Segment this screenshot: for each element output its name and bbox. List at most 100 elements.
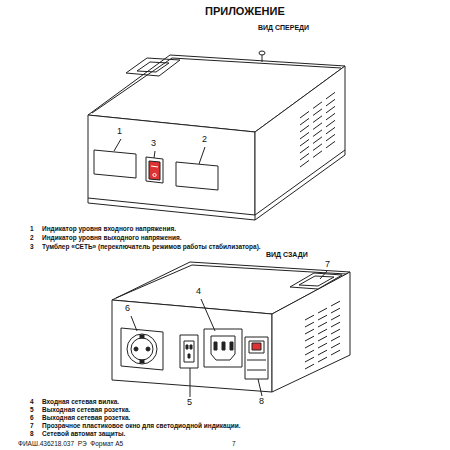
list-number: 5 bbox=[30, 406, 34, 413]
vent-slot bbox=[331, 315, 340, 320]
housing-front bbox=[88, 115, 255, 215]
housing-side bbox=[255, 66, 345, 215]
vent-slot bbox=[331, 301, 340, 306]
vent-slot bbox=[300, 153, 309, 160]
vent-slot bbox=[318, 343, 327, 348]
leader-line bbox=[199, 147, 205, 164]
list-number: 6 bbox=[30, 414, 34, 421]
footer-code: ФИАШ.436218.037 РЭ Формат А5 bbox=[18, 440, 123, 447]
vent-slot bbox=[313, 102, 322, 109]
output-socket bbox=[131, 338, 153, 360]
vent-slot bbox=[331, 343, 340, 348]
list-text: Индикатор уровня входного напряжения. bbox=[42, 225, 176, 232]
output-socket bbox=[127, 334, 157, 364]
list-text: Прозрачное пластиковое окно для светодио… bbox=[42, 422, 241, 429]
vent-slot bbox=[300, 125, 309, 132]
output-indicator bbox=[176, 162, 218, 190]
vent-slot bbox=[313, 109, 322, 116]
vent-slot bbox=[313, 151, 322, 158]
vent-slot bbox=[305, 329, 314, 334]
vent-slot bbox=[300, 139, 309, 146]
vent-slot bbox=[331, 336, 340, 341]
vent-slot bbox=[326, 99, 335, 106]
output-outlet bbox=[180, 335, 198, 368]
housing-side bbox=[272, 272, 350, 392]
vent-slot bbox=[305, 357, 314, 362]
vent-slot bbox=[318, 357, 327, 362]
list-number: 7 bbox=[30, 422, 34, 429]
vent-slot bbox=[318, 308, 327, 313]
list-text: Индикатор уровня выходного напряжения. bbox=[42, 234, 182, 241]
vent-slot bbox=[305, 350, 314, 355]
vent-slot bbox=[313, 116, 322, 123]
output-socket bbox=[121, 328, 163, 370]
vent-slot bbox=[313, 137, 322, 144]
view-heading: ВИД СЗАДИ bbox=[266, 251, 308, 259]
leader-line bbox=[320, 271, 327, 279]
power-inlet bbox=[211, 336, 235, 360]
base-flange bbox=[255, 215, 256, 220]
callout-number: 6 bbox=[125, 304, 130, 314]
screw bbox=[262, 55, 263, 62]
leader-line bbox=[190, 368, 191, 397]
callout-number: 4 bbox=[196, 287, 201, 297]
callout-number: 5 bbox=[187, 398, 192, 408]
list-number: 4 bbox=[30, 398, 34, 405]
vent-slot bbox=[331, 322, 340, 327]
vent-slot bbox=[305, 343, 314, 348]
circuit-breaker bbox=[249, 341, 264, 353]
power-inlet bbox=[204, 329, 242, 367]
callout-number: 3 bbox=[151, 139, 156, 149]
vent-slot bbox=[326, 120, 335, 127]
top-lip bbox=[116, 265, 346, 298]
vent-slot bbox=[331, 329, 340, 334]
vent-slot bbox=[313, 130, 322, 137]
vent-slot bbox=[305, 322, 314, 327]
callout-number: 8 bbox=[259, 397, 264, 407]
led-window bbox=[290, 273, 342, 289]
leader-line bbox=[131, 316, 137, 331]
page-title: ПРИЛОЖЕНИЕ bbox=[205, 5, 285, 17]
leader-line bbox=[258, 379, 262, 396]
list-text: Тумблер «СЕТЬ» (переключатель режимов ра… bbox=[42, 243, 261, 250]
base-flange bbox=[88, 150, 345, 220]
page-number: 7 bbox=[232, 440, 236, 447]
output-outlet bbox=[184, 341, 194, 362]
vent-slot bbox=[305, 364, 314, 369]
vent-slot bbox=[318, 336, 327, 341]
top-plate-window bbox=[137, 62, 169, 72]
housing-back bbox=[112, 300, 272, 392]
input-indicator bbox=[94, 150, 136, 178]
vent-slot bbox=[331, 350, 340, 355]
vent-slot bbox=[300, 132, 309, 139]
vent-slot bbox=[300, 160, 309, 167]
vent-slot bbox=[313, 144, 322, 151]
vent-slot bbox=[326, 113, 335, 120]
vent-slot bbox=[318, 315, 327, 320]
callout-number: 2 bbox=[202, 135, 207, 145]
led-window-inner bbox=[299, 276, 334, 286]
vent-slot bbox=[305, 315, 314, 320]
vent-slot bbox=[326, 106, 335, 113]
circuit-breaker bbox=[245, 337, 268, 379]
vent-slot bbox=[318, 322, 327, 327]
mains-switch-rocker bbox=[149, 161, 160, 180]
list-number: 8 bbox=[30, 430, 34, 437]
leader-line bbox=[114, 139, 121, 151]
list-text: Выходная сетевая розетка. bbox=[42, 414, 130, 421]
vent-slot bbox=[326, 92, 335, 99]
list-text: Сетевой автомат защиты. bbox=[42, 430, 125, 437]
list-number: 3 bbox=[30, 243, 34, 250]
vent-slot bbox=[326, 127, 335, 134]
leader-line bbox=[154, 151, 155, 158]
vent-slot bbox=[331, 308, 340, 313]
vent-slot bbox=[300, 118, 309, 125]
vent-slot bbox=[305, 336, 314, 341]
vent-slot bbox=[326, 141, 335, 148]
vent-slot bbox=[300, 111, 309, 118]
list-number: 1 bbox=[30, 225, 34, 232]
list-number: 2 bbox=[30, 234, 34, 241]
mains-switch bbox=[146, 157, 163, 183]
top-lip bbox=[92, 58, 341, 113]
top-plate bbox=[126, 58, 180, 76]
